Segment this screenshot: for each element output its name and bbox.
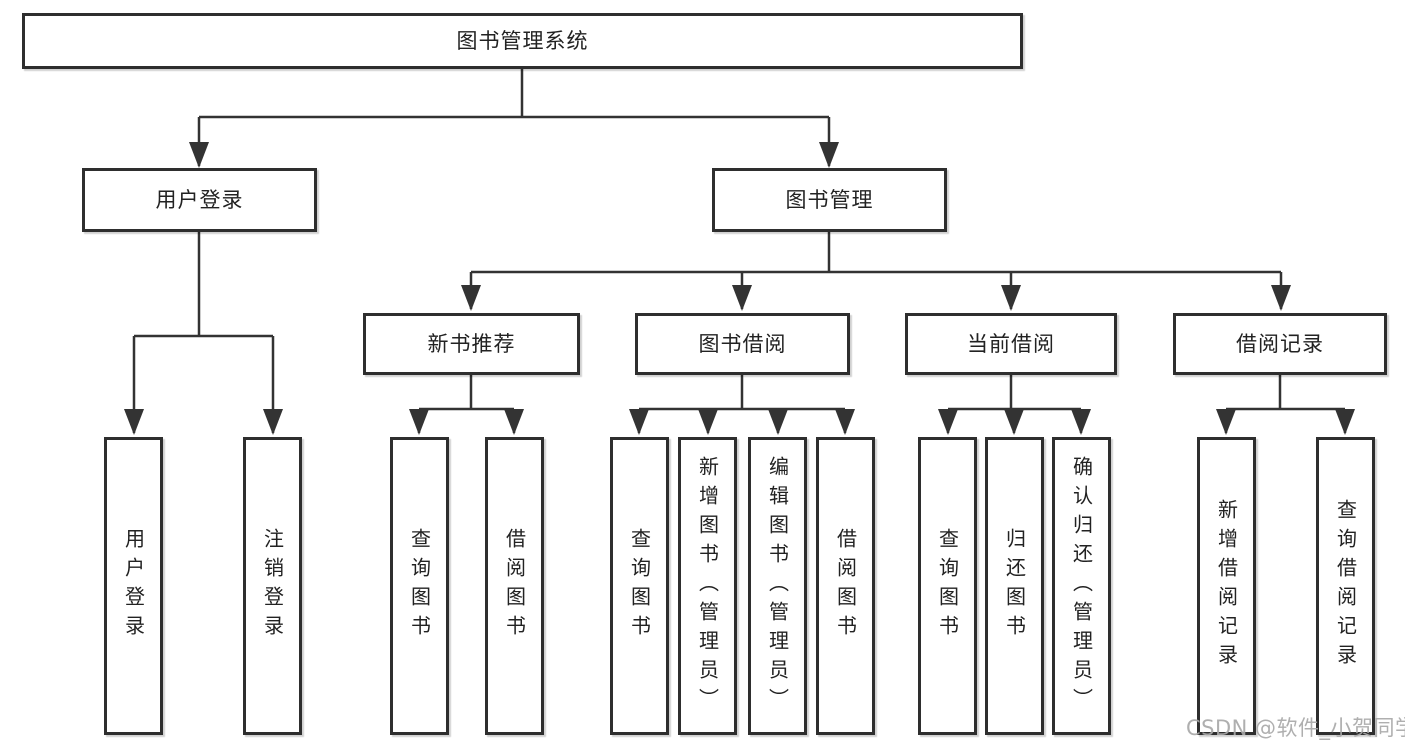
node-label: 借阅记录	[1236, 331, 1324, 356]
leaf-label: 查询借阅记录	[1333, 499, 1358, 673]
node-library-management-system: 图书管理系统	[22, 13, 1023, 69]
node-book-management: 图书管理	[712, 168, 947, 232]
node-label: 新书推荐	[427, 331, 516, 356]
leaf-query-books-borrow: 查询图书	[610, 437, 669, 735]
leaf-add-book-admin: 新增图书（管理员）	[678, 437, 737, 735]
leaf-label: 查询图书	[627, 528, 652, 644]
node-label: 图书管理系统	[456, 28, 589, 53]
leaf-label: 新增图书（管理员）	[695, 455, 720, 717]
leaf-edit-book-admin: 编辑图书（管理员）	[748, 437, 807, 735]
node-current-borrow: 当前借阅	[905, 313, 1117, 375]
node-borrow-records: 借阅记录	[1173, 313, 1387, 375]
node-book-borrow: 图书借阅	[635, 313, 850, 375]
leaf-user-login: 用户登录	[104, 437, 163, 735]
leaf-label: 编辑图书（管理员）	[765, 455, 790, 717]
leaf-label: 查询图书	[935, 528, 960, 644]
leaf-borrow-books-recommend: 借阅图书	[485, 437, 544, 735]
leaf-query-books-current: 查询图书	[918, 437, 977, 735]
node-user-login: 用户登录	[82, 168, 317, 232]
leaf-query-books-recommend: 查询图书	[390, 437, 449, 735]
node-new-book-recommend: 新书推荐	[363, 313, 580, 375]
node-label: 图书借阅	[698, 331, 787, 356]
leaf-logout: 注销登录	[243, 437, 302, 735]
leaf-return-book: 归还图书	[985, 437, 1044, 735]
leaf-label: 查询图书	[407, 528, 432, 644]
watermark: CSDN @软件_小贺同学	[1186, 716, 1405, 740]
leaf-label: 归还图书	[1002, 528, 1027, 644]
leaf-borrow-books-borrow: 借阅图书	[816, 437, 875, 735]
leaf-label: 借阅图书	[502, 528, 527, 644]
node-label: 图书管理	[785, 187, 874, 212]
leaf-add-borrow-record: 新增借阅记录	[1197, 437, 1256, 735]
leaf-label: 用户登录	[121, 528, 146, 644]
leaf-label: 新增借阅记录	[1214, 499, 1239, 673]
leaf-label: 注销登录	[260, 528, 285, 644]
leaf-query-borrow-record: 查询借阅记录	[1316, 437, 1375, 735]
leaf-confirm-return-admin: 确认归还（管理员）	[1052, 437, 1111, 735]
node-label: 当前借阅	[967, 331, 1055, 356]
leaf-label: 借阅图书	[833, 528, 858, 644]
leaf-label: 确认归还（管理员）	[1069, 455, 1094, 717]
node-label: 用户登录	[155, 187, 244, 212]
